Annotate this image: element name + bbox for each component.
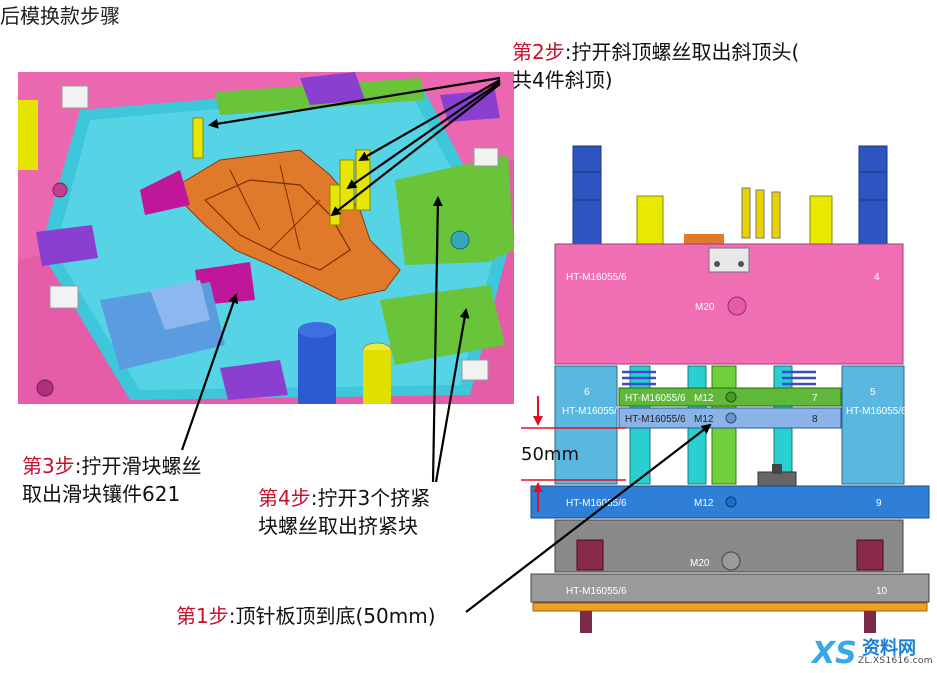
step1-number: 第1步	[176, 604, 229, 628]
right-block-label: HT-M16055/6	[846, 406, 907, 417]
step3-number: 第3步	[22, 454, 75, 478]
step2-number: 第2步	[512, 40, 565, 64]
bottom-clamp-plate	[530, 573, 930, 603]
step2-callout: 第2步:拧开斜顶螺丝取出斜顶头( 共4件斜顶)	[512, 38, 799, 94]
wedge-block-right	[395, 155, 514, 265]
step4-number: 第4步	[258, 486, 311, 510]
right-support-block	[841, 365, 905, 485]
watermark-logo-icon: XS	[812, 636, 857, 671]
left-block-label: HT-M16055/6	[562, 406, 623, 417]
dimension-label: 50mm	[521, 444, 579, 465]
ejector-upper-bolt: M12	[694, 393, 714, 404]
right-block-number: 5	[870, 387, 876, 398]
step1-callout: 第1步:顶针板顶到底(50mm)	[176, 602, 436, 630]
ejector-lower-bolt: M12	[694, 414, 714, 425]
blue-plate-label: HT-M16055/6	[566, 498, 627, 509]
base-plate-label: HT-M16055/6	[566, 586, 627, 597]
guide-pillar-blue	[298, 330, 336, 404]
ejector-upper-label: HT-M16055/6	[625, 393, 686, 404]
page-title: 后模换款步骤	[0, 4, 120, 28]
top-plate-number: 4	[874, 272, 880, 283]
guide-post-left	[572, 145, 602, 245]
guide-post-right	[858, 145, 888, 245]
top-plate-bolt: M20	[695, 302, 715, 313]
ejector-lower-label: HT-M16055/6	[625, 414, 686, 425]
mold-3d-render	[18, 72, 514, 404]
left-block-number: 6	[584, 387, 590, 398]
blue-plate-number: 9	[876, 498, 882, 509]
step1-text: :顶针板顶到底(50mm)	[228, 604, 436, 628]
wedge-block-lower	[380, 285, 505, 365]
step3-callout: 第3步:拧开滑块螺丝 取出滑块镶件621	[22, 452, 201, 508]
step4-text: :拧开3个挤紧	[310, 486, 431, 510]
base-bolt: M20	[690, 558, 710, 569]
step3-text: :拧开滑块螺丝	[74, 454, 202, 478]
lifter-1	[192, 117, 204, 159]
step4-text-line2: 块螺丝取出挤紧块	[258, 514, 418, 538]
blue-plate-bolt: M12	[694, 498, 714, 509]
ejector-lower-number: 8	[812, 414, 818, 425]
ejector-upper-number: 7	[812, 393, 818, 404]
base-plate-number: 10	[876, 586, 888, 597]
top-plate-label: HT-M16055/6	[566, 272, 627, 283]
left-support-block	[554, 365, 618, 485]
core-insert	[169, 149, 401, 301]
step4-callout: 第4步:拧开3个挤紧 块螺丝取出挤紧块	[258, 484, 430, 540]
lifter-4	[329, 184, 341, 226]
mold-front-view: HT-M16055/6 4 M20 6 HT-M16055/6 5 HT-M16…	[530, 145, 930, 633]
callout-arrows	[180, 76, 712, 613]
step2-text-line2: 共4件斜顶)	[512, 68, 613, 92]
dimension-50mm	[521, 396, 626, 512]
step2-text: :拧开斜顶螺丝取出斜顶头(	[564, 40, 800, 64]
step3-text-line2: 取出滑块镶件621	[22, 482, 181, 506]
watermark-site: 资料网	[862, 638, 916, 659]
watermark-url: ZL.XS1616.com	[858, 656, 933, 666]
